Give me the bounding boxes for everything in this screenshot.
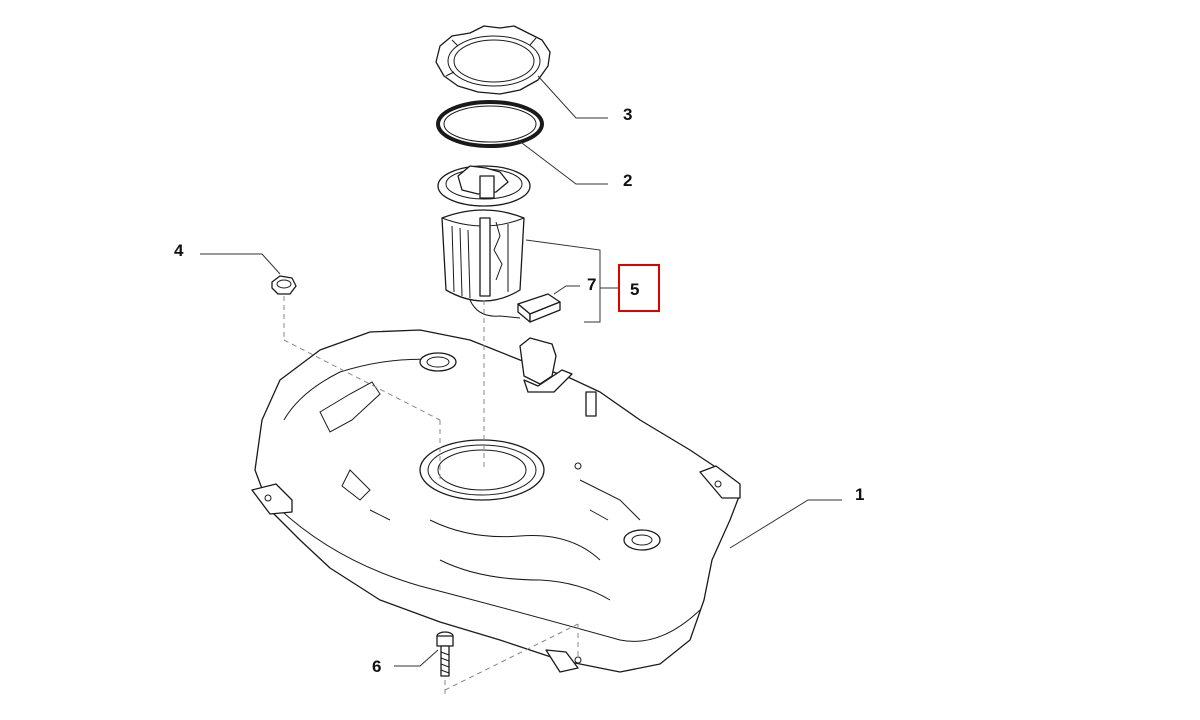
callout-2: 2 — [623, 171, 632, 190]
callout-6: 6 — [372, 657, 381, 676]
leader-lines — [200, 75, 842, 667]
part-7-fuel-level-sender — [517, 293, 561, 323]
part-5-fuel-pump-module — [437, 165, 561, 323]
callout-7: 7 — [587, 275, 596, 294]
part-4-nut — [271, 275, 297, 295]
part-1-fuel-tank — [251, 329, 741, 673]
callout-1: 1 — [855, 485, 864, 504]
part-2-seal-gasket — [436, 100, 544, 148]
part-6-bolt — [436, 631, 454, 677]
part-3-lock-ring — [435, 25, 551, 95]
callout-4: 4 — [174, 241, 184, 260]
assembly-axes — [283, 296, 579, 694]
callout-3: 3 — [623, 105, 632, 124]
callout-5: 5 — [630, 280, 639, 299]
callout-5-highlight-box — [618, 264, 660, 312]
